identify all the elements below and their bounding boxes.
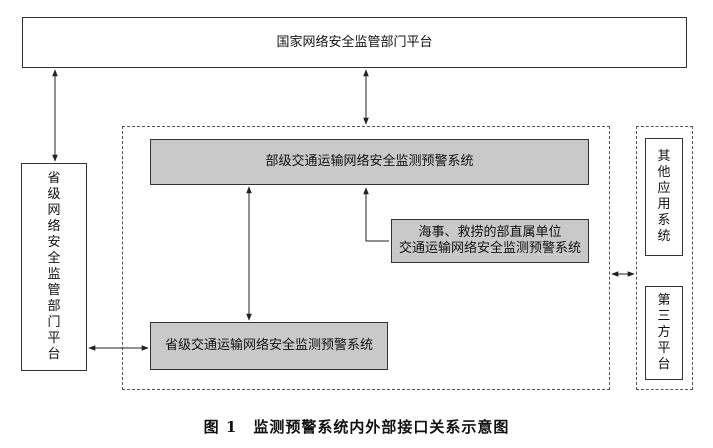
third-party-box: 第三方平台 <box>645 286 683 380</box>
vertical-char: 台 <box>657 357 671 372</box>
third-party-label: 第三方平台 <box>657 293 670 373</box>
vertical-char: 台 <box>47 347 61 362</box>
vertical-char: 部 <box>47 299 61 314</box>
vertical-char: 网 <box>47 203 61 218</box>
national-platform-box: 国家网络安全监管部门平台 <box>22 17 687 68</box>
vertical-char: 应 <box>657 181 671 196</box>
other-apps-box: 其他应用系统 <box>645 138 683 256</box>
vertical-char: 第 <box>657 293 671 308</box>
provincial-platform-label: 省级网络安全监管部门平台 <box>47 171 60 363</box>
vertical-char: 门 <box>47 315 61 330</box>
provincial-platform-box: 省级网络安全监管部门平台 <box>21 163 87 371</box>
vertical-char: 系 <box>657 213 671 228</box>
internal-system-group <box>122 126 610 390</box>
vertical-char: 级 <box>47 187 61 202</box>
external-system-group <box>636 126 693 390</box>
maritime-system-label-line1: 海事、救捞的部直属单位 <box>418 225 562 240</box>
vertical-char: 统 <box>657 229 671 244</box>
vertical-char: 管 <box>47 283 61 298</box>
maritime-to-ministry-arrow <box>363 187 389 242</box>
maritime-system-label-line2: 交通运输网络安全监测预警系统 <box>398 241 581 256</box>
provincial-system-box: 省级交通运输网络安全监测预警系统 <box>150 322 388 370</box>
vertical-char: 省 <box>47 171 61 186</box>
vertical-char: 其 <box>657 149 671 164</box>
vertical-char: 方 <box>657 325 671 340</box>
vertical-char: 监 <box>47 267 61 282</box>
vertical-char: 安 <box>47 235 61 250</box>
vertical-char: 平 <box>47 331 61 346</box>
vertical-char: 络 <box>47 219 61 234</box>
ministry-system-box: 部级交通运输网络安全监测预警系统 <box>150 139 589 185</box>
vertical-char: 三 <box>657 309 671 324</box>
vertical-char: 他 <box>657 165 671 180</box>
maritime-system-box: 海事、救捞的部直属单位 交通运输网络安全监测预警系统 <box>391 219 589 263</box>
other-apps-label: 其他应用系统 <box>657 149 670 245</box>
figure-caption: 图 1 监测预警系统内外部接口关系示意图 <box>203 418 510 436</box>
provincial-system-label: 省级交通运输网络安全监测预警系统 <box>164 338 373 353</box>
vertical-char: 平 <box>657 341 671 356</box>
vertical-char: 全 <box>47 251 61 266</box>
ministry-system-label: 部级交通运输网络安全监测预警系统 <box>265 154 474 169</box>
vertical-char: 用 <box>657 197 671 212</box>
national-platform-label: 国家网络安全监管部门平台 <box>276 34 433 50</box>
